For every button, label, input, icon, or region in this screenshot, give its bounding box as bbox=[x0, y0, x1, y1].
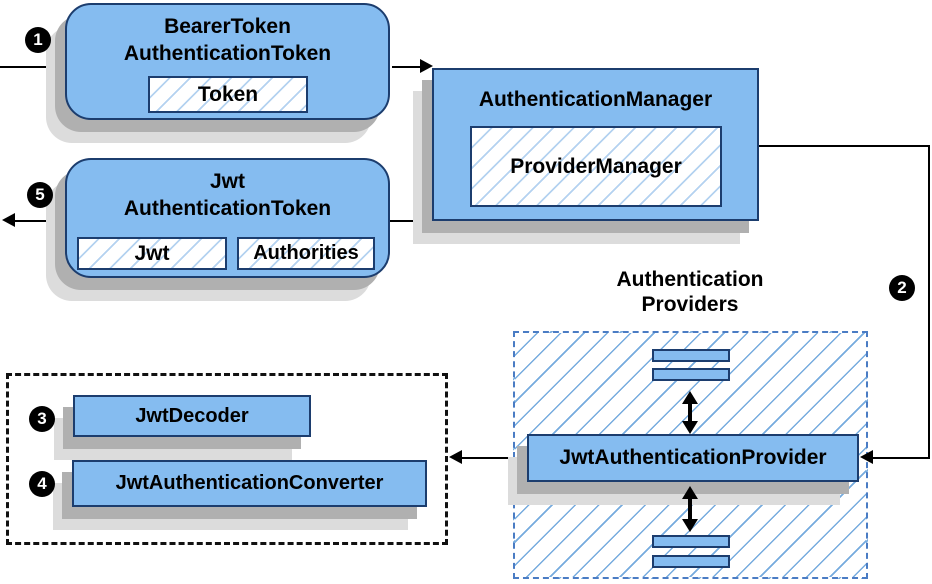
other-provider-bar-bottom-2 bbox=[652, 555, 730, 568]
authorities-field: Authorities bbox=[237, 237, 375, 270]
jwt-authentication-provider-label: JwtAuthenticationProvider bbox=[559, 446, 827, 469]
authentication-manager-node: AuthenticationManager ProviderManager bbox=[432, 68, 759, 221]
step-2-badge: 2 bbox=[889, 275, 915, 301]
manager-to-provider-line-top bbox=[759, 145, 930, 147]
authentication-providers-label-line2: Providers bbox=[641, 293, 739, 316]
jwt-authentication-converter-node: JwtAuthenticationConverter bbox=[72, 460, 427, 507]
jwt-token-node-title: Jwt AuthenticationToken bbox=[67, 168, 388, 222]
jwt-decoder-label: JwtDecoder bbox=[135, 405, 249, 427]
step-5-badge: 5 bbox=[27, 182, 53, 208]
other-provider-bar-top-2 bbox=[652, 368, 730, 381]
bearer-token-title-line1: BearerToken bbox=[164, 15, 291, 38]
providers-double-arrow-bottom-up-icon bbox=[682, 486, 698, 499]
provider-to-decoder-line bbox=[462, 457, 527, 459]
manager-to-jwt-token-line bbox=[390, 220, 432, 222]
step-1-badge: 1 bbox=[25, 27, 51, 53]
authentication-manager-title: AuthenticationManager bbox=[478, 88, 713, 111]
manager-to-provider-arrowhead-icon bbox=[860, 450, 873, 464]
step-3-badge: 3 bbox=[29, 406, 55, 432]
provider-manager-field: ProviderManager bbox=[470, 126, 722, 207]
jwt-decoder-node: JwtDecoder bbox=[73, 395, 311, 437]
manager-to-provider-line-right bbox=[928, 146, 930, 458]
providers-double-arrow-bottom-shaft bbox=[688, 497, 692, 521]
jwt-token-title-line1: Jwt bbox=[209, 170, 245, 193]
jwt-token-title-line2: AuthenticationToken bbox=[123, 197, 332, 220]
provider-to-decoder-arrowhead-icon bbox=[449, 450, 462, 464]
manager-to-provider-line-bottom bbox=[873, 457, 930, 459]
authentication-providers-label: Authentication Providers bbox=[575, 267, 805, 317]
jwt-authentication-converter-label: JwtAuthenticationConverter bbox=[115, 472, 384, 494]
providers-double-arrow-top-up-icon bbox=[682, 391, 698, 404]
providers-double-arrow-bottom-down-icon bbox=[682, 519, 698, 532]
providers-double-arrow-top-shaft bbox=[688, 402, 692, 423]
bearer-token-node-title: BearerToken AuthenticationToken bbox=[67, 13, 388, 67]
bearer-to-manager-line bbox=[392, 66, 420, 68]
decoder-converter-group-box bbox=[6, 373, 448, 545]
providers-double-arrow-top-down-icon bbox=[682, 421, 698, 434]
incoming-request-line bbox=[0, 66, 65, 68]
other-provider-bar-bottom-1 bbox=[652, 535, 730, 548]
jwt-authentication-provider-node: JwtAuthenticationProvider bbox=[527, 434, 859, 482]
bearer-token-authentication-token-node: BearerToken AuthenticationToken Token bbox=[65, 3, 390, 120]
step-4-badge: 4 bbox=[29, 471, 55, 497]
bearer-token-title-line2: AuthenticationToken bbox=[123, 42, 332, 65]
jwt-authentication-token-node: Jwt AuthenticationToken Jwt Authorities bbox=[65, 158, 390, 278]
jwt-token-out-arrowhead-icon bbox=[2, 213, 15, 227]
authentication-providers-label-line1: Authentication bbox=[616, 268, 764, 291]
other-provider-bar-top-1 bbox=[652, 349, 730, 362]
jwt-token-out-line bbox=[15, 220, 65, 222]
token-field: Token bbox=[148, 76, 308, 113]
jwt-field: Jwt bbox=[77, 237, 227, 270]
bearer-to-manager-arrowhead-icon bbox=[420, 59, 433, 73]
